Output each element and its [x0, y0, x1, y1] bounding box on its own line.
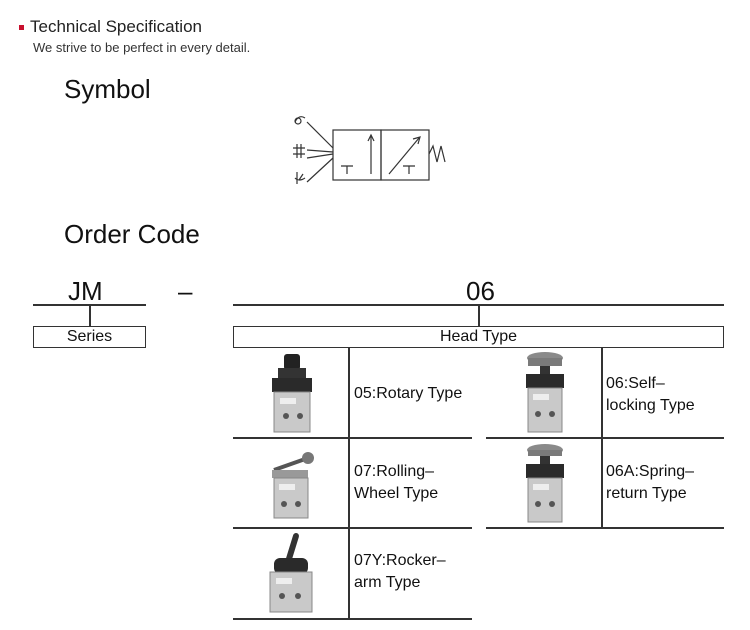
row-divider [233, 618, 472, 620]
spring-return-label-line2: return Type [606, 485, 687, 502]
head-connector [478, 305, 480, 326]
rocker-arm-valve-image [269, 533, 313, 613]
page-subtitle: We strive to be perfect in every detail. [33, 40, 251, 55]
row-divider [233, 437, 472, 439]
series-code: JM [68, 276, 103, 306]
cell-divider [348, 438, 350, 528]
cell-divider [601, 348, 603, 438]
self-locking-label-line2: locking Type [606, 397, 695, 414]
head-type-label-box: Head Type [233, 326, 724, 348]
spring-return-label-line1: 06A:Spring– [606, 463, 695, 480]
accent-marker [19, 25, 24, 30]
head-code: 06 [466, 276, 495, 306]
rolling-wheel-label-line2: Wheel Type [354, 485, 439, 502]
rolling-wheel-label-line1: 07:Rolling– [354, 463, 435, 480]
rocker-arm-label-line1: 07Y:Rocker– [354, 552, 446, 569]
rocker-arm-label-line2: arm Type [354, 574, 421, 591]
cell-divider [601, 438, 603, 528]
page-title: Technical Specification [30, 17, 202, 36]
self-locking-label-line1: 06:Self– [606, 375, 665, 392]
code-separator: – [178, 276, 193, 306]
row-divider [233, 527, 472, 529]
series-label: Series [66, 328, 113, 345]
self-locking-valve-image [526, 352, 564, 433]
row-divider [486, 527, 724, 529]
series-underline [33, 304, 146, 306]
rolling-wheel-valve-image [272, 452, 314, 519]
symbol-heading: Symbol [64, 74, 151, 104]
head-type-label: Head Type [439, 328, 518, 345]
row-divider [486, 437, 724, 439]
rotary-valve-image [272, 354, 312, 433]
spring-return-valve-image [526, 444, 564, 523]
order-code-heading: Order Code [64, 219, 200, 249]
head-underline [233, 304, 724, 306]
rocker-arm-type-label: 07Y:Rocker– arm Type [354, 550, 446, 594]
self-locking-type-label: 06:Self– locking Type [606, 373, 695, 417]
valve-symbol-diagram [293, 116, 446, 184]
cell-divider [348, 528, 350, 619]
spring-return-type-label: 06A:Spring– return Type [606, 461, 694, 505]
rolling-wheel-type-label: 07:Rolling– Wheel Type [354, 461, 438, 505]
series-label-box: Series [33, 326, 146, 348]
series-connector [89, 305, 91, 326]
rotary-type-label: 05:Rotary Type [354, 385, 463, 402]
cell-divider [348, 348, 350, 438]
